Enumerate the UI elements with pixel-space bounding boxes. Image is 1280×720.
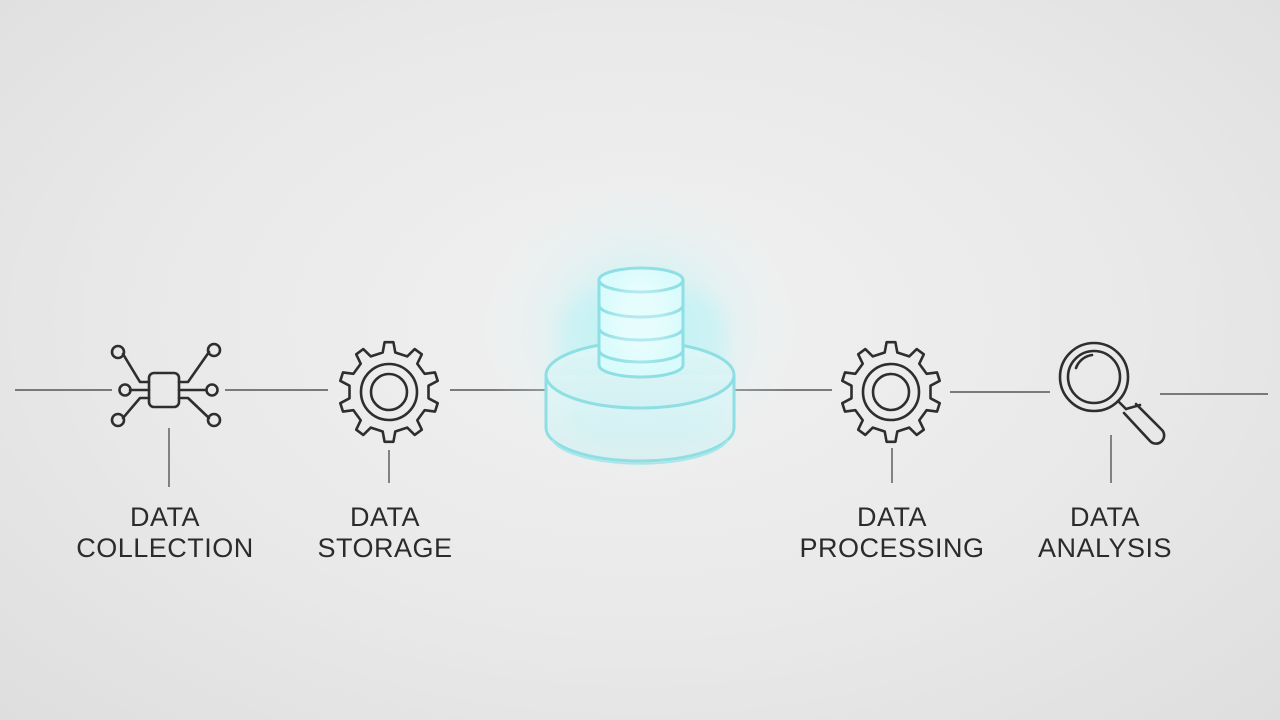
stage-label-processing: DATA PROCESSING bbox=[772, 502, 1012, 564]
gear-outline bbox=[841, 340, 941, 444]
database-icon bbox=[480, 180, 800, 480]
stage-label-line2: ANALYSIS bbox=[1037, 533, 1173, 563]
stage-label-line1: DATA bbox=[856, 502, 927, 532]
magnifier-icon bbox=[1058, 341, 1166, 445]
network-hub-icon bbox=[110, 342, 222, 428]
stage-label-analysis: DATA ANALYSIS bbox=[985, 502, 1225, 564]
stage-label-line2: STORAGE bbox=[317, 533, 453, 563]
stage-label-collection: DATA COLLECTION bbox=[45, 502, 285, 564]
stage-label-line2: COLLECTION bbox=[76, 533, 254, 563]
gear-hub bbox=[871, 372, 911, 412]
stage-label-line1: DATA bbox=[349, 502, 420, 532]
gear-icon bbox=[841, 340, 941, 444]
gear-inner-ring bbox=[359, 362, 419, 422]
gear-outline bbox=[339, 340, 439, 444]
gear-hub bbox=[369, 372, 409, 412]
stage-label-line1: DATA bbox=[1069, 502, 1140, 532]
gear-inner-ring bbox=[861, 362, 921, 422]
gear-icon bbox=[339, 340, 439, 444]
stage-label-line1: DATA bbox=[129, 502, 200, 532]
stage-label-storage: DATA STORAGE bbox=[265, 502, 505, 564]
stage-label-line2: PROCESSING bbox=[799, 533, 985, 563]
